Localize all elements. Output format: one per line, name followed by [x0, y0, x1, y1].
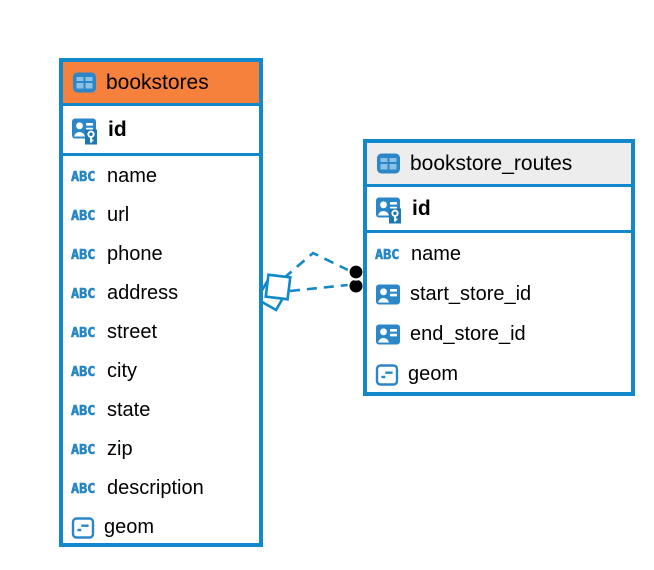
table-body: ABC name start_store_id end_store_id: [367, 233, 631, 394]
column-name: url: [107, 204, 130, 226]
geometry-icon: [375, 363, 399, 386]
text-type-icon: ABC: [375, 246, 400, 263]
text-type-icon: ABC: [71, 168, 96, 185]
table-title: bookstore_routes: [410, 151, 573, 175]
column-row[interactable]: ABC name: [367, 235, 631, 274]
table-bookstore-routes[interactable]: bookstore_routes id ABC name: [363, 139, 635, 396]
column-row[interactable]: ABC description: [63, 469, 259, 508]
column-name: city: [107, 360, 137, 382]
column-row[interactable]: ABC zip: [63, 430, 259, 469]
text-type-icon: ABC: [71, 363, 96, 380]
text-type-icon: ABC: [71, 441, 96, 458]
text-type-icon: ABC: [71, 207, 96, 224]
relationship-diamond-marker[interactable]: [264, 273, 292, 301]
table-bookstores[interactable]: bookstores id ABC name ABC url ABC phone: [59, 58, 263, 547]
column-name: zip: [107, 438, 133, 460]
table-icon: [73, 72, 96, 93]
column-row[interactable]: ABC address: [63, 274, 259, 313]
column-name: id: [108, 117, 127, 141]
table-header[interactable]: bookstore_routes: [367, 143, 631, 187]
relationship-line[interactable]: [289, 283, 349, 293]
column-row[interactable]: ABC city: [63, 352, 259, 391]
column-row[interactable]: geom: [63, 508, 259, 547]
column-name: geom: [408, 363, 459, 385]
primary-key-icon: [376, 197, 401, 224]
column-row[interactable]: ABC phone: [63, 235, 259, 274]
text-type-icon: ABC: [71, 246, 96, 263]
column-name: start_store_id: [410, 283, 532, 305]
relationship-dot-marker[interactable]: [347, 263, 365, 281]
foreign-key-icon: [376, 284, 400, 304]
column-row[interactable]: geom: [367, 355, 631, 394]
column-name: address: [107, 282, 179, 304]
column-name: name: [107, 165, 158, 187]
column-row[interactable]: ABC name: [63, 157, 259, 196]
table-header[interactable]: bookstores: [63, 62, 259, 106]
relationship-line[interactable]: [283, 251, 351, 279]
text-type-icon: ABC: [71, 480, 96, 497]
table-icon: [377, 153, 400, 174]
relationship-dot-marker[interactable]: [347, 277, 365, 295]
column-name: phone: [107, 243, 163, 265]
text-type-icon: ABC: [71, 285, 96, 302]
primary-key-icon: [72, 118, 97, 145]
column-row[interactable]: end_store_id: [367, 315, 631, 354]
column-row[interactable]: ABC url: [63, 196, 259, 235]
column-row-id[interactable]: id: [367, 187, 631, 233]
column-row[interactable]: start_store_id: [367, 275, 631, 314]
column-name: geom: [104, 516, 155, 538]
geometry-icon: [71, 516, 95, 539]
column-name: name: [411, 243, 462, 265]
foreign-key-icon: [376, 324, 400, 344]
column-row[interactable]: ABC street: [63, 313, 259, 352]
column-name: street: [107, 321, 158, 343]
text-type-icon: ABC: [71, 324, 96, 341]
table-body: ABC name ABC url ABC phone ABC address A…: [63, 156, 259, 547]
column-row-id[interactable]: id: [63, 106, 259, 156]
column-name: id: [412, 196, 431, 220]
column-name: end_store_id: [410, 323, 526, 345]
table-title: bookstores: [106, 70, 209, 94]
column-row[interactable]: ABC state: [63, 391, 259, 430]
text-type-icon: ABC: [71, 402, 96, 419]
column-name: description: [107, 477, 204, 499]
column-name: state: [107, 399, 151, 421]
